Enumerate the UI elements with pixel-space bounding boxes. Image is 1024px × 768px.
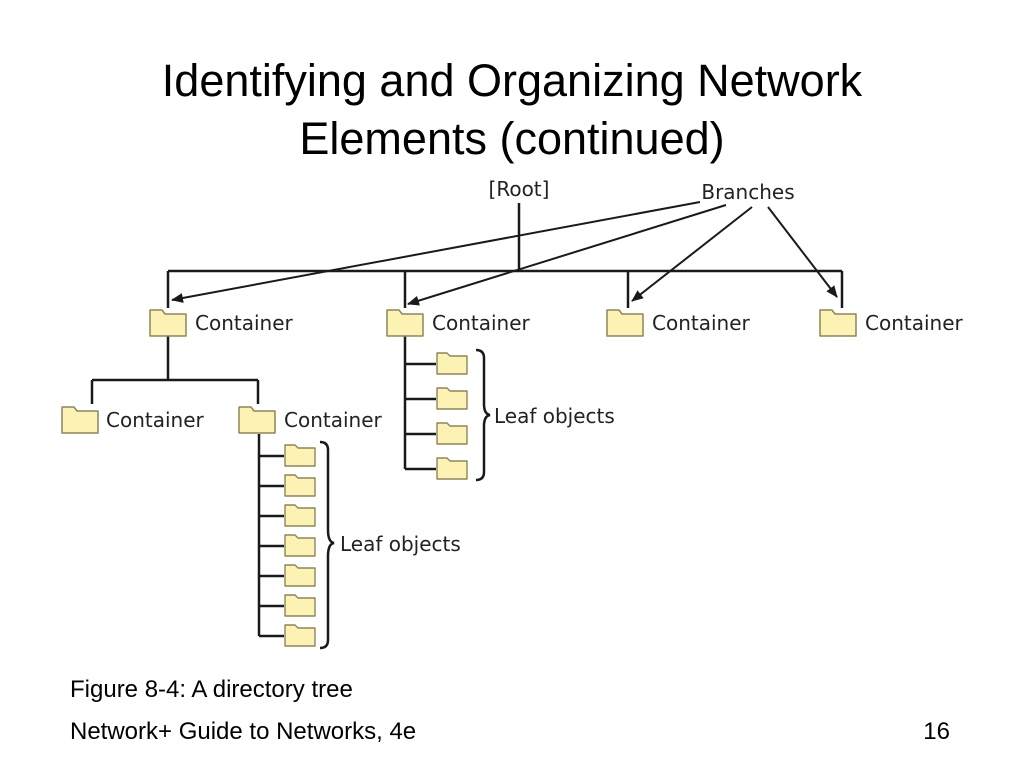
container-node-5: Container [61,406,205,434]
leaf-folder-icon [284,534,316,557]
container-node-6: Container [238,406,383,434]
leaf-objects-label: Leaf objects [494,404,615,428]
leaf-folder-icon [436,422,468,445]
folder-icon [819,309,857,337]
container-node-4: Container [819,309,964,337]
branch-arrow-2 [407,204,727,306]
root-label: [Root] [489,177,550,201]
branch-arrow-1 [171,201,701,303]
slide-title: Identifying and Organizing Network Eleme… [0,52,1024,168]
leaf-objects-label: Leaf objects [340,532,461,556]
container-node-3: Container [606,309,751,337]
folder-icon [149,309,187,337]
container-label: Container [284,408,383,432]
branch-arrow-3 [631,206,753,302]
container-label: Container [106,408,205,432]
container-node-2: Container [386,309,531,337]
tree-lines [90,203,844,638]
leaf-folder-icon [436,457,468,480]
slide-title-line-2: Elements (continued) [299,113,725,164]
container-node-1: Container [149,309,294,337]
leaf-folder-icon [436,352,468,375]
page-number: 16 [923,718,950,745]
leaf-folder-icon [284,444,316,467]
branch-arrow-4 [767,206,838,298]
container-label: Container [865,311,964,335]
folder-icon [606,309,644,337]
leaf-group-b: Leaf objects [284,440,461,650]
leaf-folder-icon [284,564,316,587]
folder-icon [386,309,424,337]
container-label: Container [432,311,531,335]
leaf-folder-icon [284,474,316,497]
leaf-folder-icon [284,504,316,527]
leaf-folder-icon [284,594,316,617]
leaf-brace [319,440,335,650]
figure-caption: Figure 8-4: A directory tree [70,676,353,703]
leaf-brace [475,348,491,482]
folder-icon [238,406,276,434]
leaf-folder-icon [436,387,468,410]
folder-icon [61,406,99,434]
slide-footer: Network+ Guide to Networks, 4e [70,718,417,745]
branch-arrows [171,201,838,306]
leaf-group-a: Leaf objects [436,348,615,482]
container-label: Container [652,311,751,335]
slide-title-line-1: Identifying and Organizing Network [161,55,863,106]
branches-label: Branches [701,180,794,204]
leaf-folder-icon [284,624,316,647]
container-label: Container [195,311,294,335]
